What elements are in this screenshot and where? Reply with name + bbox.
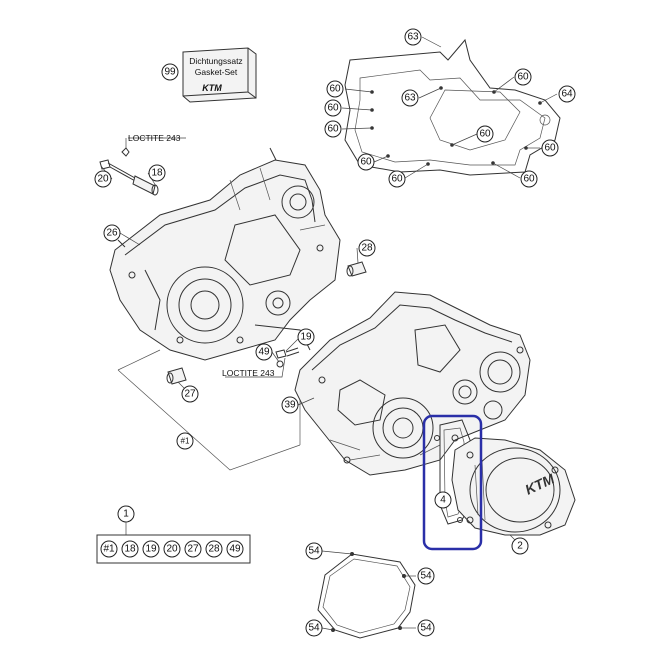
svg-text:19: 19 bbox=[300, 332, 312, 343]
callout-60-c: 60 bbox=[324, 99, 342, 117]
kit-item-label: 20 bbox=[166, 544, 178, 555]
small-bolt-19-49 bbox=[275, 347, 300, 368]
highlight-box-part-4 bbox=[422, 414, 483, 551]
clutch-cover-gasket bbox=[317, 552, 416, 639]
kit-item: 20 bbox=[163, 540, 181, 558]
callout-54-d: 54 bbox=[417, 619, 435, 637]
callout-60-b: 60 bbox=[326, 80, 344, 98]
callout-60-f: 60 bbox=[541, 139, 559, 157]
svg-text:39: 39 bbox=[284, 400, 296, 411]
crankcase-right-half bbox=[294, 291, 531, 476]
callout-60-g: 60 bbox=[357, 153, 375, 171]
svg-text:60: 60 bbox=[517, 72, 529, 83]
svg-text:4: 4 bbox=[440, 495, 446, 506]
ignition-cover: KTM bbox=[451, 437, 576, 536]
svg-text:63: 63 bbox=[404, 93, 416, 104]
svg-text:60: 60 bbox=[360, 157, 372, 168]
svg-text:60: 60 bbox=[327, 103, 339, 114]
callout-2: 2 bbox=[511, 537, 529, 555]
svg-text:60: 60 bbox=[329, 84, 341, 95]
callout-26: 26 bbox=[103, 224, 121, 242]
callout-60-h: 60 bbox=[388, 170, 406, 188]
svg-text:28: 28 bbox=[361, 243, 373, 254]
callout-kit-1: #1 bbox=[176, 432, 194, 450]
svg-text:60: 60 bbox=[523, 174, 535, 185]
callout-18: 18 bbox=[148, 164, 166, 182]
crankcase-left-half bbox=[109, 147, 341, 361]
kit-item: 18 bbox=[121, 540, 139, 558]
svg-text:64: 64 bbox=[561, 89, 573, 100]
crankcase-gasket-top bbox=[344, 38, 561, 176]
svg-text:54: 54 bbox=[420, 571, 432, 582]
svg-text:60: 60 bbox=[544, 143, 556, 154]
svg-text:27: 27 bbox=[184, 389, 196, 400]
callout-63-top: 63 bbox=[404, 28, 422, 46]
loctite-note-bottom: LOCTITE 243 bbox=[222, 368, 275, 378]
svg-text:26: 26 bbox=[106, 228, 118, 239]
callout-19: 19 bbox=[297, 328, 315, 346]
svg-text:60: 60 bbox=[327, 124, 339, 135]
callout-60-e: 60 bbox=[476, 125, 494, 143]
kit-callout-1: 1 bbox=[117, 505, 135, 523]
kit-contents-row: #1 18 19 20 27 28 49 bbox=[100, 540, 244, 558]
dowel-sleeve-28 bbox=[346, 261, 367, 277]
kit-item: 28 bbox=[205, 540, 223, 558]
svg-text:18: 18 bbox=[151, 168, 163, 179]
gasket-set-title: Dichtungssatz bbox=[189, 56, 242, 66]
kit-item-label: #1 bbox=[103, 544, 115, 555]
kit-item-label: 28 bbox=[208, 544, 220, 555]
svg-text:1: 1 bbox=[123, 509, 129, 520]
callout-99: 99 bbox=[161, 63, 179, 81]
svg-text:2: 2 bbox=[517, 541, 523, 552]
kit-item-label: 18 bbox=[124, 544, 136, 555]
dowel-sleeve-27 bbox=[166, 367, 187, 385]
gasket-set-subtitle: Gasket-Set bbox=[195, 67, 238, 77]
svg-text:54: 54 bbox=[308, 623, 320, 634]
callout-54-c: 54 bbox=[305, 619, 323, 637]
callout-63-mid: 63 bbox=[401, 89, 419, 107]
gasket-set-box: Dichtungssatz Gasket-Set KTM bbox=[182, 47, 257, 103]
kit-item-label: 49 bbox=[229, 544, 241, 555]
leader-lines bbox=[100, 36, 558, 631]
bolt-and-sleeve bbox=[99, 137, 186, 196]
svg-text:20: 20 bbox=[97, 174, 109, 185]
kit-item-label: 19 bbox=[145, 544, 157, 555]
kit-item: 19 bbox=[142, 540, 160, 558]
svg-text:54: 54 bbox=[420, 623, 432, 634]
kit-item: 49 bbox=[226, 540, 244, 558]
svg-text:60: 60 bbox=[391, 174, 403, 185]
svg-text:63: 63 bbox=[407, 32, 419, 43]
callout-60-d: 60 bbox=[324, 120, 342, 138]
svg-text:60: 60 bbox=[479, 129, 491, 140]
loctite-leader-bottom bbox=[225, 357, 286, 378]
kit-contents-box bbox=[96, 534, 251, 564]
callout-54-b: 54 bbox=[417, 567, 435, 585]
callout-28: 28 bbox=[358, 239, 376, 257]
kit-item: 27 bbox=[184, 540, 202, 558]
callout-39: 39 bbox=[281, 396, 299, 414]
callout-4: 4 bbox=[434, 491, 452, 509]
callout-60-i: 60 bbox=[520, 170, 538, 188]
svg-text:49: 49 bbox=[258, 347, 270, 358]
callout-64: 64 bbox=[558, 85, 576, 103]
loctite-note-top: LOCTITE 243 bbox=[128, 133, 181, 143]
ktm-logo: KTM bbox=[202, 83, 222, 93]
svg-text:54: 54 bbox=[308, 546, 320, 557]
kit-item-label: 27 bbox=[187, 544, 199, 555]
callout-27: 27 bbox=[181, 385, 199, 403]
callout-20: 20 bbox=[94, 170, 112, 188]
kit-item: #1 bbox=[100, 540, 118, 558]
callout-54-a: 54 bbox=[305, 542, 323, 560]
svg-text:99: 99 bbox=[164, 67, 176, 78]
callout-60-a: 60 bbox=[514, 68, 532, 86]
callout-49: 49 bbox=[255, 343, 273, 361]
svg-text:#1: #1 bbox=[181, 437, 190, 446]
